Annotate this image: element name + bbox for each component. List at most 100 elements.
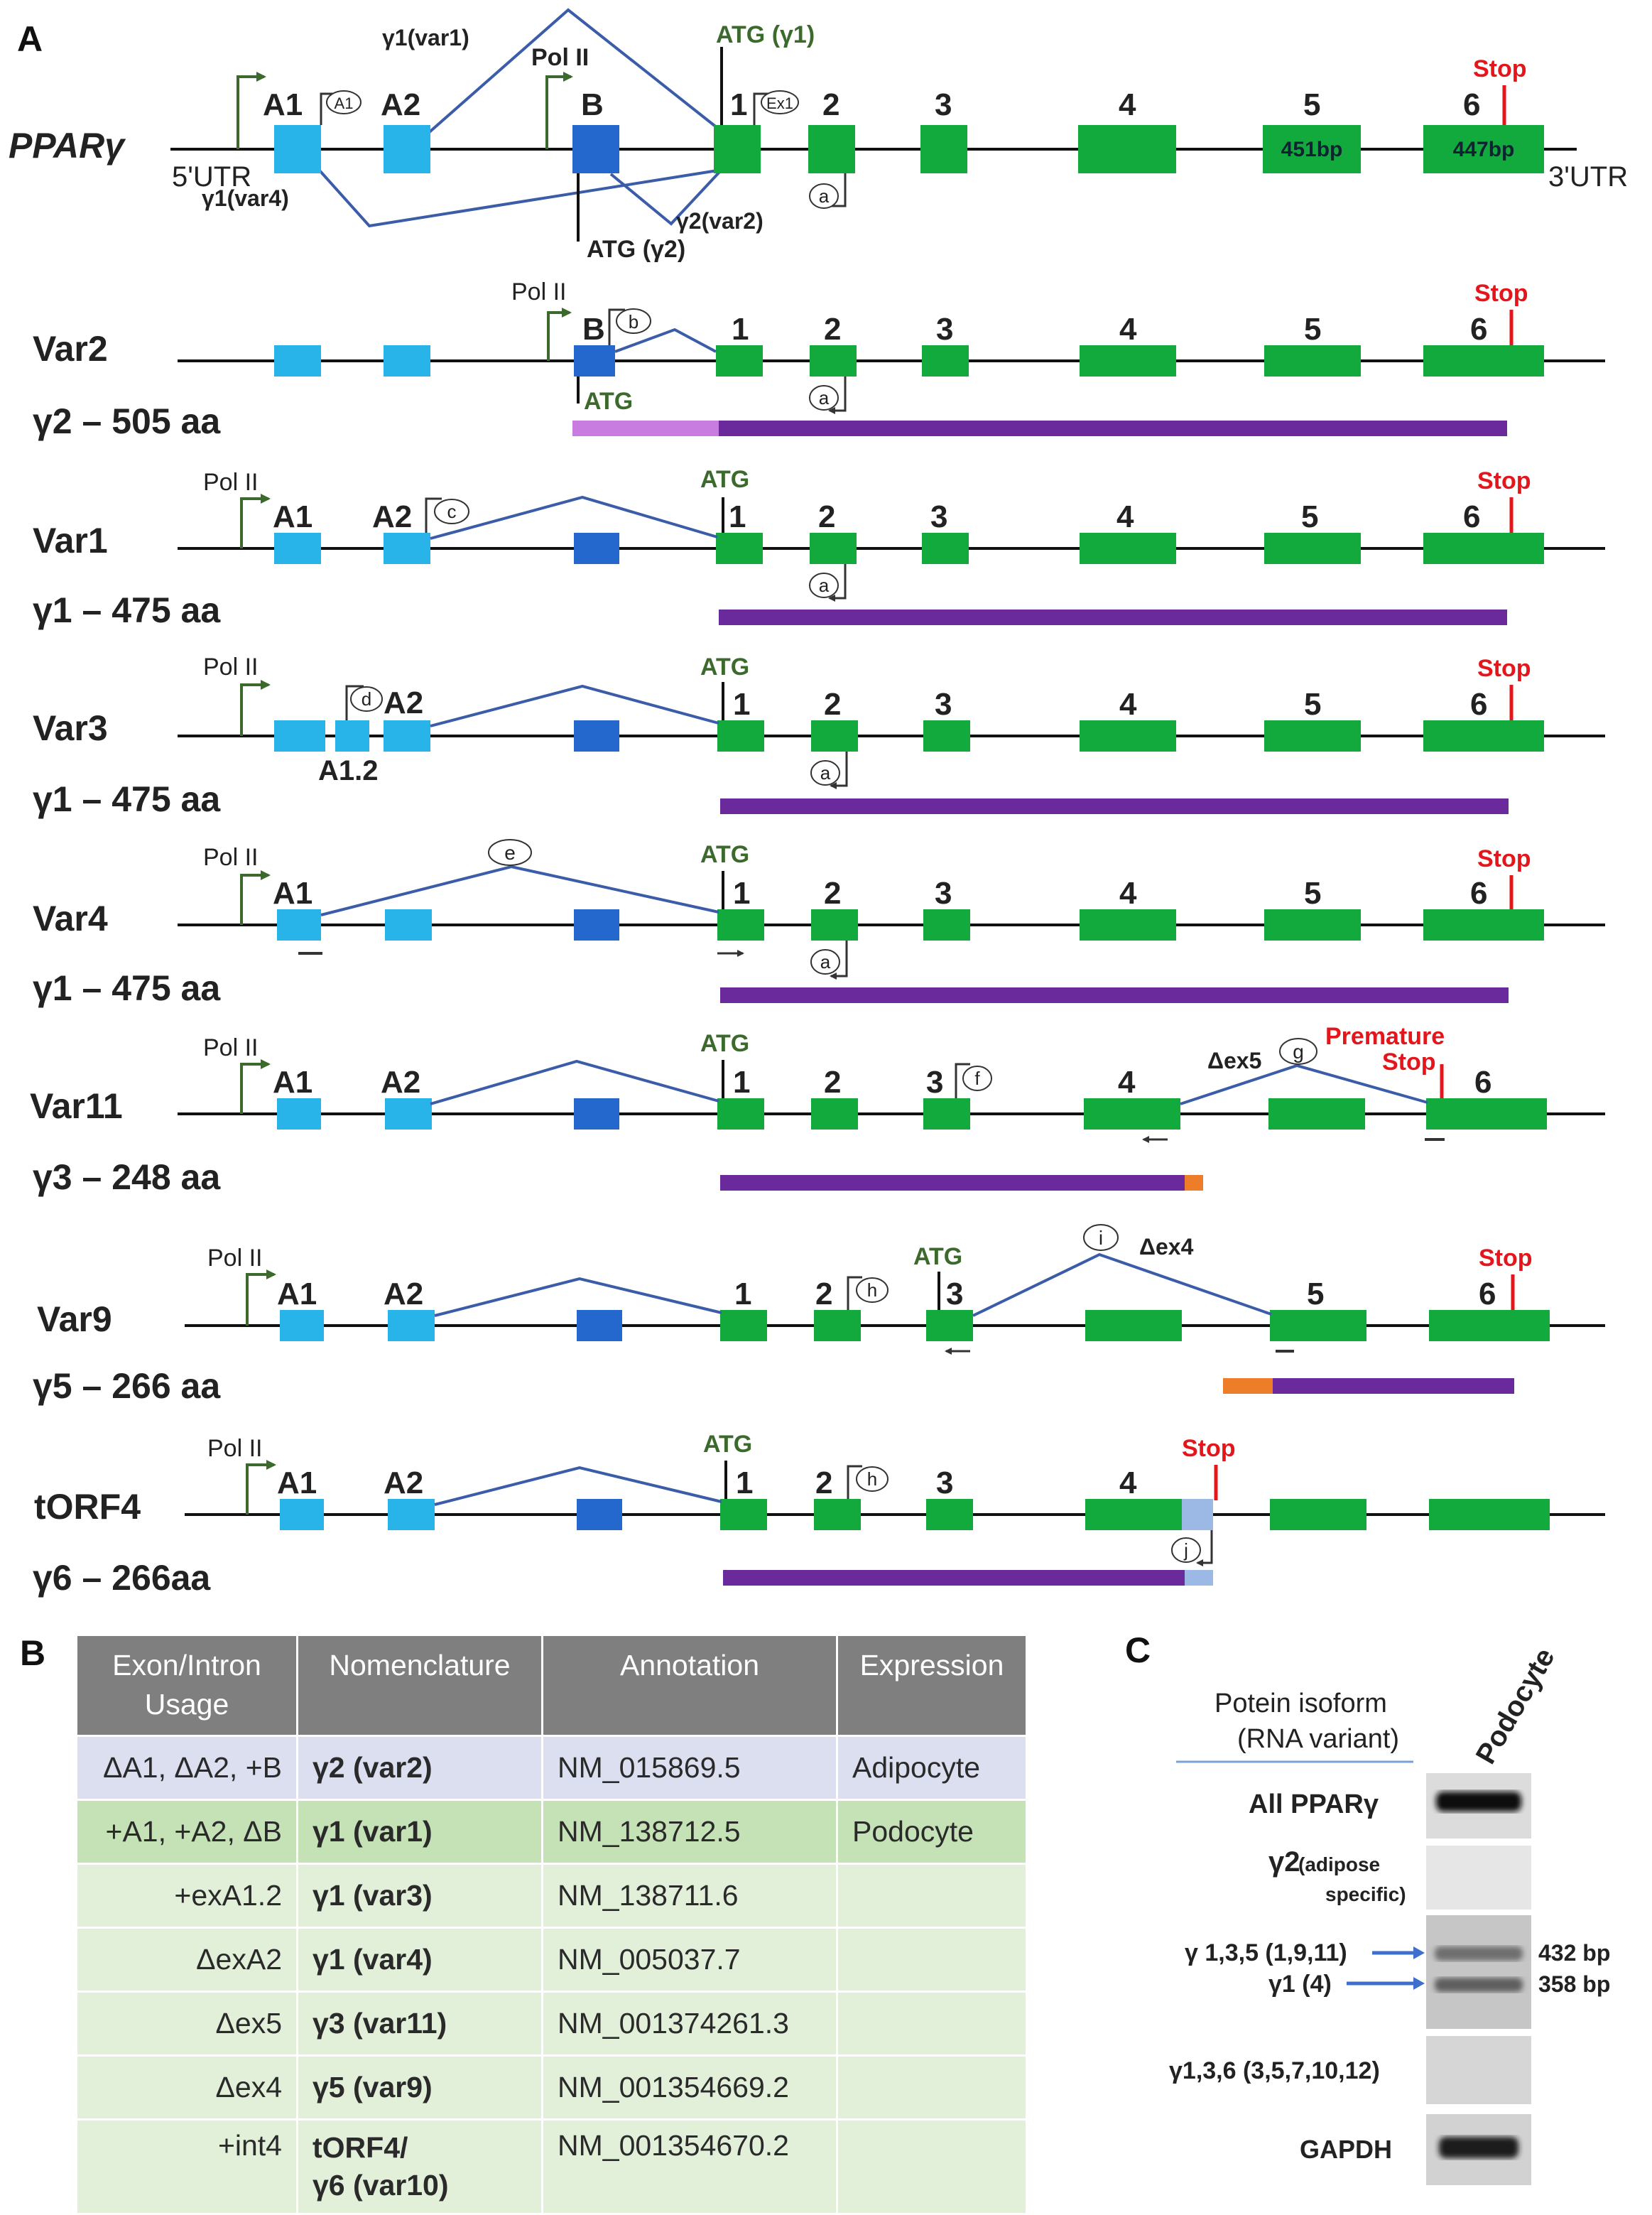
- lane-label-g2-sub1: (adipose: [1298, 1853, 1380, 1875]
- svg-text:Pol II: Pol II: [203, 1034, 258, 1061]
- label-b: B: [581, 87, 604, 122]
- column-podocyte: Podocyte: [1470, 1643, 1561, 1770]
- panel-a-diagram: A PPARγ 5'UTR 3'UTR 451bp 447bp A1 A2 B …: [9, 8, 1628, 1598]
- exon-a2: [384, 125, 430, 173]
- label-3: 3: [935, 87, 952, 122]
- svg-text:6: 6: [1470, 876, 1487, 911]
- svg-text:ATG: ATG: [703, 1431, 752, 1458]
- variant-name: Var2: [33, 329, 108, 369]
- svg-text:1: 1: [729, 499, 746, 534]
- svg-text:i: i: [1099, 1227, 1103, 1249]
- svg-text:a: a: [820, 762, 831, 784]
- utr5-label: 5'UTR: [172, 161, 251, 193]
- variant-var2: Var2 γ2 – 505 aa Pol II B b 1 2 3 4 5 6 …: [33, 278, 1605, 441]
- svg-text:5: 5: [1307, 1277, 1324, 1311]
- svg-text:5: 5: [1304, 687, 1321, 722]
- variant-protein: γ1 – 475 aa: [33, 590, 221, 630]
- variant-name: Var1: [33, 521, 108, 560]
- svg-text:5: 5: [1304, 876, 1321, 911]
- svg-text:5: 5: [1301, 499, 1318, 534]
- panel-a-label: A: [17, 19, 43, 59]
- stop-gene: Stop: [1473, 55, 1527, 82]
- svg-text:A2: A2: [384, 1466, 423, 1500]
- gene-splice-var1: γ1(var1): [382, 25, 469, 50]
- svg-text:Pol II: Pol II: [207, 1245, 262, 1272]
- svg-text:2: 2: [815, 1466, 832, 1500]
- variant-protein: γ1 – 475 aa: [33, 779, 221, 819]
- svg-text:3: 3: [936, 312, 953, 347]
- exon-5: [1263, 125, 1361, 173]
- variant-var3: Var3 γ1 – 475 aa Pol II d A2 A1.2 ATG 1 …: [33, 654, 1605, 819]
- label-2: 2: [822, 87, 839, 122]
- label-1: 1: [730, 87, 747, 122]
- svg-text:A2: A2: [384, 1277, 423, 1311]
- gene-splice-var2: γ2(var2): [676, 208, 763, 234]
- svg-text:a: a: [819, 575, 830, 596]
- svg-text:A1: A1: [273, 499, 313, 534]
- svg-text:ATG: ATG: [584, 388, 633, 415]
- table-row: ΔA1, ΔA2, +B γ2 (var2) NM_015869.5 Adipo…: [77, 1736, 1026, 1799]
- gel-lane-g2: [1426, 1846, 1531, 1910]
- table-header: Exon/Intron Usage: [77, 1636, 296, 1735]
- panel-c-label: C: [1125, 1634, 1151, 1670]
- svg-text:4: 4: [1116, 499, 1134, 534]
- svg-text:A1: A1: [273, 876, 313, 911]
- splice-line-var1: [425, 8, 719, 136]
- svg-text:A2: A2: [384, 686, 423, 720]
- svg-text:1: 1: [733, 687, 750, 722]
- variant-var1: Var1 γ1 – 475 aa Pol II A1 A2 c ATG 1 2 …: [33, 466, 1605, 630]
- svg-text:2: 2: [818, 499, 835, 534]
- svg-text:d: d: [362, 688, 371, 710]
- svg-text:2: 2: [824, 687, 841, 722]
- svg-text:4: 4: [1118, 1065, 1136, 1100]
- label-a1: A1: [263, 87, 303, 122]
- exon-4: [1078, 125, 1176, 173]
- svg-text:3: 3: [936, 1466, 953, 1500]
- svg-text:A2: A2: [372, 499, 412, 534]
- header-line-2: (RNA variant): [1237, 1724, 1399, 1754]
- gel-lane-g135: [1426, 1915, 1531, 2029]
- svg-text:h: h: [867, 1279, 877, 1301]
- isoform-table: Exon/Intron Usage Nomenclature Annotatio…: [75, 1634, 1028, 2215]
- svg-text:6: 6: [1474, 1065, 1491, 1100]
- variant-var11: Var11 γ3 – 248 aa g Δex5 Pol II A1 A2 AT…: [30, 1023, 1605, 1197]
- exon6-size: 447bp: [1453, 138, 1515, 161]
- variant-torf4: tORF4 γ6 – 266aa Pol II A1 A2 ATG 1 2 h …: [33, 1431, 1605, 1598]
- svg-text:Pol II: Pol II: [203, 469, 258, 496]
- table-header: Expression: [838, 1636, 1026, 1735]
- svg-text:a: a: [820, 951, 831, 973]
- svg-text:ATG: ATG: [700, 1030, 749, 1057]
- panel-b-label: B: [20, 1633, 46, 1673]
- primer-a-gene: a: [819, 185, 830, 207]
- lane-label-g1-4: γ1 (4): [1268, 1971, 1332, 1998]
- svg-text:j: j: [1183, 1539, 1188, 1561]
- svg-text:ATG: ATG: [913, 1243, 962, 1270]
- svg-text:2: 2: [815, 1277, 832, 1311]
- variant-name: Var4: [33, 899, 108, 938]
- svg-text:Pol II: Pol II: [203, 844, 258, 871]
- variant-var9: Var9 γ5 – 266 aa i Δex4 Pol II A1 A2 1 2…: [33, 1224, 1605, 1406]
- table-row: Δex5 γ3 (var11) NM_001374261.3: [77, 1992, 1026, 2054]
- lane-label-g2: γ2: [1268, 1846, 1300, 1878]
- svg-text:3: 3: [926, 1065, 943, 1100]
- svg-text:Stop: Stop: [1477, 467, 1531, 494]
- table-row: +A1, +A2, ΔB γ1 (var1) NM_138712.5 Podoc…: [77, 1800, 1026, 1863]
- svg-text:Stop: Stop: [1474, 280, 1528, 307]
- exon-1: [714, 125, 761, 173]
- svg-text:6: 6: [1463, 499, 1480, 534]
- svg-text:ATG: ATG: [700, 841, 749, 868]
- promoter-arrow-a1: [237, 72, 266, 149]
- exon-6: [1423, 125, 1544, 173]
- label-5: 5: [1303, 87, 1320, 122]
- primer-a1-label: A1: [335, 94, 354, 112]
- svg-text:h: h: [867, 1468, 877, 1490]
- svg-text:4: 4: [1119, 1466, 1137, 1500]
- svg-text:Pol II: Pol II: [207, 1435, 262, 1462]
- variant-protein: γ1 – 475 aa: [33, 968, 221, 1008]
- svg-text:Pol II: Pol II: [511, 278, 566, 305]
- lane-label-g136: γ1,3,6 (3,5,7,10,12): [1169, 2057, 1380, 2084]
- a12-label: A1.2: [318, 755, 379, 786]
- svg-text:4: 4: [1119, 876, 1137, 911]
- variant-name: Var3: [33, 708, 108, 748]
- promoter-arrow-b: [545, 72, 573, 149]
